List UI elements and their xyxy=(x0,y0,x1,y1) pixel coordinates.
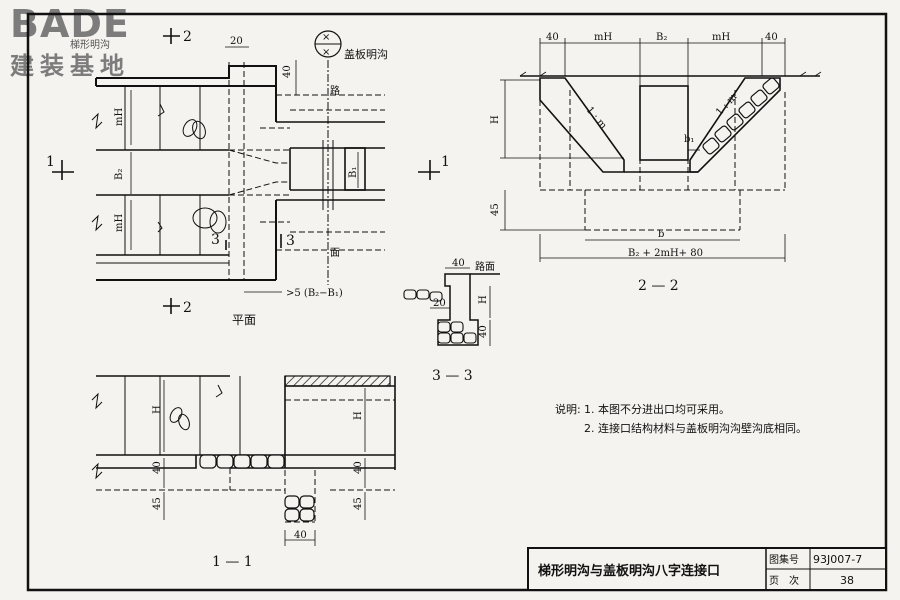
s11-dim-h-left: H xyxy=(152,405,163,414)
s11-dim-45-left: 45 xyxy=(152,497,163,510)
s33-road: 路面 xyxy=(475,260,495,273)
plan-cut-1-left: 1 xyxy=(46,154,55,170)
title-text: 梯形明沟与盖板明沟八字连接口 xyxy=(538,563,720,579)
plan-cut-1-right: 1 xyxy=(441,154,450,170)
atlas-number: 93J007-7 xyxy=(813,553,862,566)
s33-dim-20: 20 xyxy=(433,298,446,309)
svg-text:×: × xyxy=(322,32,330,43)
s11-caption: 1 — 1 xyxy=(212,554,253,570)
atlas-label: 图集号 xyxy=(769,553,799,566)
plan-dim-b1: B₁ xyxy=(348,167,359,178)
plan-dim-20: 20 xyxy=(230,36,243,47)
s22-caption: 2 — 2 xyxy=(638,278,679,294)
section-3-3: 40 路面 20 H 40 3 — 3 xyxy=(403,258,500,384)
s11-dim-40-left: 40 xyxy=(152,461,163,474)
logo-brand: BADE xyxy=(10,2,130,46)
plan-cut-2-top: 2 xyxy=(183,29,192,45)
s22-dim-40-left: 40 xyxy=(546,32,559,43)
s11-dim-45-right: 45 xyxy=(353,497,364,510)
notes-heading: 说明: xyxy=(555,402,581,416)
s22-dim-b1: b₁ xyxy=(684,134,694,145)
notes: 说明: 1. 本图不分进出口均可采用。 2. 连接口结构材料与盖板明沟沟壁沟底相… xyxy=(555,402,807,435)
s22-slope-left: 1 : m xyxy=(584,105,609,132)
plan-caption: 平面 xyxy=(232,313,256,327)
plan-dim-mh-bottom: mH xyxy=(114,214,125,232)
s22-dim-45: 45 xyxy=(490,203,501,216)
plan-dim-mh-top: mH xyxy=(114,108,125,126)
plan-road-char-1: 路 xyxy=(330,84,340,97)
plan-view: × × 盖板明沟 路 面 2 2 1 1 3 3 20 40 mH B₂ mH … xyxy=(46,28,450,327)
s33-dim-h: H xyxy=(478,295,489,304)
s22-dim-h: H xyxy=(490,115,501,124)
sheet-frame xyxy=(26,12,888,592)
plan-dim-40: 40 xyxy=(282,65,293,78)
title-block: 梯形明沟与盖板明沟八字连接口 图集号 93J007-7 页 次 38 xyxy=(527,547,887,591)
plan-cut-2-bottom: 2 xyxy=(183,300,192,316)
s22-dim-b2: B₂ xyxy=(656,32,667,43)
s11-dim-h-right: H xyxy=(353,411,364,420)
plan-cut-3-left: 3 xyxy=(211,232,220,248)
page-number: 38 xyxy=(840,574,854,587)
s22-dim-40-right: 40 xyxy=(765,32,778,43)
s22-dim-mh-right: mH xyxy=(712,32,730,43)
plan-cut-3-right: 3 xyxy=(286,233,295,249)
s33-caption: 3 — 3 xyxy=(432,368,473,384)
logo-tag: 梯形明沟 xyxy=(70,40,110,51)
plan-dim-b2: B₂ xyxy=(114,169,125,180)
s22-dim-total: B₂ + 2mH+ 80 xyxy=(628,248,703,259)
notes-item-1: 1. 本图不分进出口均可采用。 xyxy=(584,402,730,416)
notes-item-2: 2. 连接口结构材料与盖板明沟沟壁沟底相同。 xyxy=(584,421,807,435)
s33-dim-40-top: 40 xyxy=(452,258,465,269)
s33-dim-40-side: 40 xyxy=(478,325,489,338)
plan-dim-length: >5 (B₂−B₁) xyxy=(286,288,343,299)
s11-dim-40-right: 40 xyxy=(353,461,364,474)
plan-sym-label: 盖板明沟 xyxy=(344,47,388,61)
section-1-1: H 40 45 H 40 45 40 1 — 1 xyxy=(91,375,396,570)
plan-road-char-2: 面 xyxy=(330,248,340,259)
s22-dim-mh-left: mH xyxy=(594,32,612,43)
s11-dim-40-bottom: 40 xyxy=(294,530,307,541)
page-label: 页 次 xyxy=(769,574,799,587)
svg-text:×: × xyxy=(322,47,330,58)
s22-dim-b: b xyxy=(658,229,664,240)
section-2-2: 40 mH B₂ mH 40 H 45 b b₁ 1 : m 1 : m B₂ … xyxy=(490,32,822,294)
